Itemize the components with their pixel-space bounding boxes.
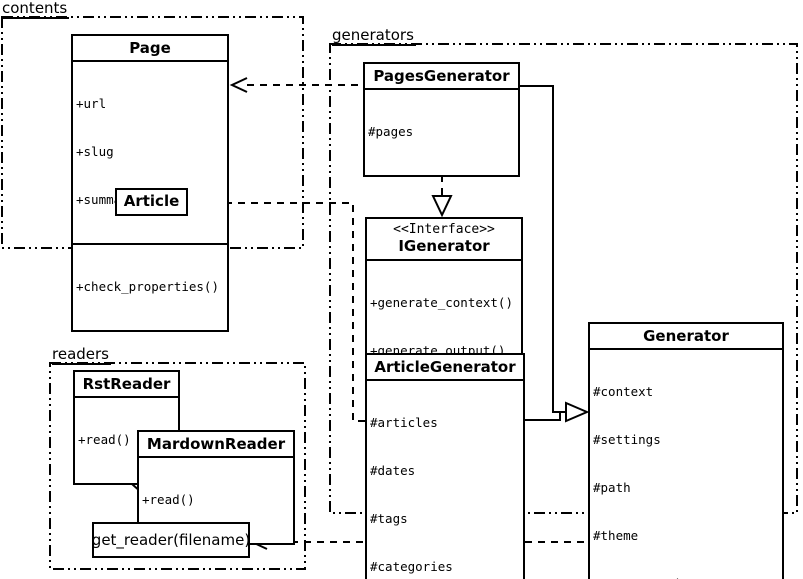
attribute: #settings xyxy=(593,432,661,447)
dependency-pagesgenerator-to-page xyxy=(229,77,363,93)
attributes-section: #articles #dates #tags #categories xyxy=(367,379,523,579)
method: +check_properties() xyxy=(76,279,219,294)
methods-section: +read() xyxy=(139,456,293,543)
attribute: #context xyxy=(593,384,654,399)
attribute: #theme xyxy=(593,528,639,543)
attribute: #output_path xyxy=(593,576,779,579)
methods-section: +read() xyxy=(75,396,178,483)
attribute: #categories xyxy=(370,559,453,574)
package-label-generators: generators xyxy=(332,26,416,46)
methods-section: +check_properties() xyxy=(73,243,227,330)
class-title: Article xyxy=(123,192,180,210)
node-get-reader: get_reader(filename) xyxy=(92,522,250,558)
package-border-generators xyxy=(329,43,798,514)
class-title: <<Interface>> IGenerator xyxy=(367,219,521,259)
class-page: Page +url +slug +summary +check_properti… xyxy=(71,34,229,332)
attribute: #path xyxy=(593,480,631,495)
method: +read() xyxy=(142,492,195,507)
attributes-section: #context #settings #path #theme #output_… xyxy=(590,348,782,579)
package-label-readers: readers xyxy=(52,345,111,365)
class-name: IGenerator xyxy=(398,237,490,255)
class-article: Article xyxy=(115,188,188,216)
class-title: MardownReader xyxy=(146,435,286,453)
attribute: +url xyxy=(76,96,107,111)
method: +generate_context() xyxy=(370,295,513,310)
class-title: RstReader xyxy=(82,375,171,393)
stereotype: <<Interface>> xyxy=(393,222,495,237)
class-title: Page xyxy=(129,39,171,57)
class-generator: Generator #context #settings #path #them… xyxy=(588,322,784,579)
attribute: #dates xyxy=(370,463,416,478)
attribute: #pages xyxy=(368,124,414,139)
class-title: ArticleGenerator xyxy=(374,358,516,376)
attribute: +slug xyxy=(76,144,114,159)
class-title: Generator xyxy=(643,327,729,345)
attribute: #articles xyxy=(370,415,438,430)
package-border-readers xyxy=(49,362,306,570)
class-articlegenerator: ArticleGenerator #articles #dates #tags … xyxy=(365,353,525,579)
package-label-contents: contents xyxy=(2,0,70,19)
class-pagesgenerator: PagesGenerator #pages xyxy=(363,62,520,177)
inheritance-generators-to-generator xyxy=(520,85,590,423)
method: +read() xyxy=(78,432,131,447)
class-title: PagesGenerator xyxy=(373,67,510,85)
attribute: #tags xyxy=(370,511,408,526)
attributes-section: #pages xyxy=(365,88,518,175)
